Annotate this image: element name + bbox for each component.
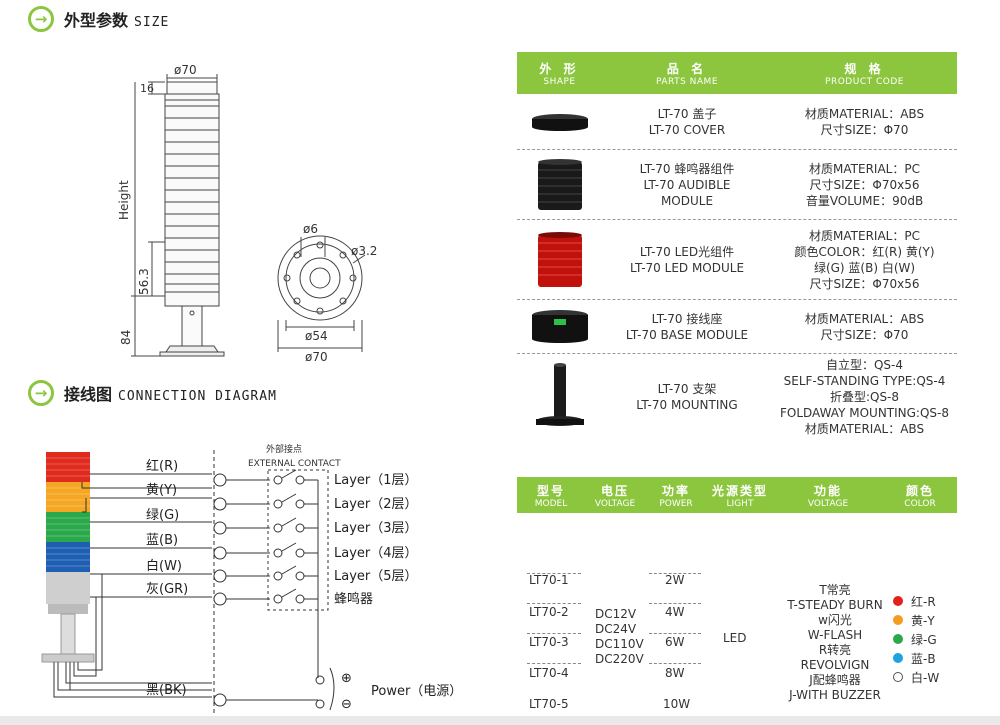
layer-5-label: Layer（5层） bbox=[334, 569, 418, 584]
wire-red-label: 红(R) bbox=[146, 458, 178, 474]
tower-yellow-layer bbox=[46, 482, 90, 512]
wire-green-label: 绿(G) bbox=[146, 508, 179, 523]
plus-icon: ⊕ bbox=[341, 671, 352, 686]
color-item-white: 白-W bbox=[893, 669, 939, 688]
wire-gray-label: 灰(GR) bbox=[146, 582, 188, 597]
wire-black-label: 黑(BK) bbox=[146, 683, 187, 698]
arrow-right-icon: → bbox=[28, 380, 54, 406]
connection-section-title: → 接线图 CONNECTION DIAGRAM bbox=[28, 380, 277, 406]
power-8w: 8W bbox=[665, 666, 685, 680]
wire-yellow-label: 黄(Y) bbox=[146, 483, 177, 498]
base-module-image bbox=[517, 307, 602, 347]
footer-bar bbox=[0, 716, 1000, 725]
light-type: LED bbox=[723, 631, 747, 645]
power-label: Power（电源） bbox=[371, 684, 462, 699]
tower-green-layer bbox=[46, 512, 90, 542]
size-section-title: → 外型参数 SIZE bbox=[28, 6, 169, 32]
mounting-image bbox=[517, 361, 602, 433]
external-contact-en: EXTERNAL CONTACT bbox=[248, 459, 341, 469]
power-10w: 10W bbox=[663, 697, 691, 711]
dim-top-diameter: ø70 bbox=[174, 63, 197, 77]
size-title-zh: 外型参数 bbox=[64, 11, 129, 30]
model-3: LT70-3 bbox=[529, 635, 569, 649]
model-5: LT70-5 bbox=[529, 697, 569, 711]
layer-3-label: Layer（3层） bbox=[334, 521, 418, 536]
power-4w: 4W bbox=[665, 605, 685, 619]
dim-70: ø70 bbox=[305, 350, 328, 364]
model-table-body: LT70-1 LT70-2 LT70-3 LT70-4 LT70-5 DC12V… bbox=[517, 513, 957, 711]
dim-84: 84 bbox=[119, 330, 133, 345]
dim-16: 16 bbox=[140, 82, 154, 95]
size-title-en: SIZE bbox=[134, 15, 170, 30]
led-module-image bbox=[517, 229, 602, 291]
arrow-right-icon: → bbox=[28, 6, 54, 32]
dim-3-2: ø3.2 bbox=[351, 244, 377, 258]
minus-icon: ⊖ bbox=[341, 697, 352, 712]
dim-56-3: 56.3 bbox=[137, 268, 151, 295]
color-item-yellow: 黄-Y bbox=[893, 612, 939, 631]
model-4: LT70-4 bbox=[529, 666, 569, 680]
wire-blue-label: 蓝(B) bbox=[146, 533, 178, 548]
color-item-blue: 蓝-B bbox=[893, 650, 939, 669]
dim-height: Height bbox=[117, 180, 131, 220]
layer-1-label: Layer（1层） bbox=[334, 473, 418, 488]
cover-image bbox=[517, 111, 602, 133]
power-2w: 2W bbox=[665, 573, 685, 587]
model-2: LT70-2 bbox=[529, 605, 569, 619]
power-6w: 6W bbox=[665, 635, 685, 649]
layer-2-label: Layer（2层） bbox=[334, 497, 418, 512]
wire-white-label: 白(W) bbox=[146, 558, 182, 574]
model-1: LT70-1 bbox=[529, 573, 569, 587]
layer-4-label: Layer（4层） bbox=[334, 546, 418, 561]
top-view-drawing: ø6 ø3.2 ø54 ø70 bbox=[277, 222, 377, 364]
external-contact-zh: 外部接点 bbox=[266, 443, 302, 455]
conn-title-zh: 接线图 bbox=[64, 385, 113, 404]
color-item-red: 红-R bbox=[893, 593, 939, 612]
tower-white-layer bbox=[46, 572, 90, 604]
dim-6: ø6 bbox=[303, 222, 318, 236]
tower-blue-layer bbox=[46, 542, 90, 572]
tower-red-layer bbox=[46, 452, 90, 482]
conn-title-en: CONNECTION DIAGRAM bbox=[118, 389, 277, 404]
connection-diagram: 红(R) 黄(Y) 绿(G) 蓝(B) 白(W) 灰(GR) 黑(BK) 外部接… bbox=[41, 443, 462, 720]
dim-54: ø54 bbox=[305, 329, 328, 343]
buzzer-label: 蜂鸣器 bbox=[334, 591, 373, 607]
color-list: 红-R 黄-Y 绿-G 蓝-B 白-W bbox=[893, 593, 939, 688]
color-item-green: 绿-G bbox=[893, 631, 939, 650]
dimension-drawing: ø70 16 Height 56.3 84 bbox=[117, 63, 225, 357]
audible-module-image bbox=[517, 156, 602, 214]
